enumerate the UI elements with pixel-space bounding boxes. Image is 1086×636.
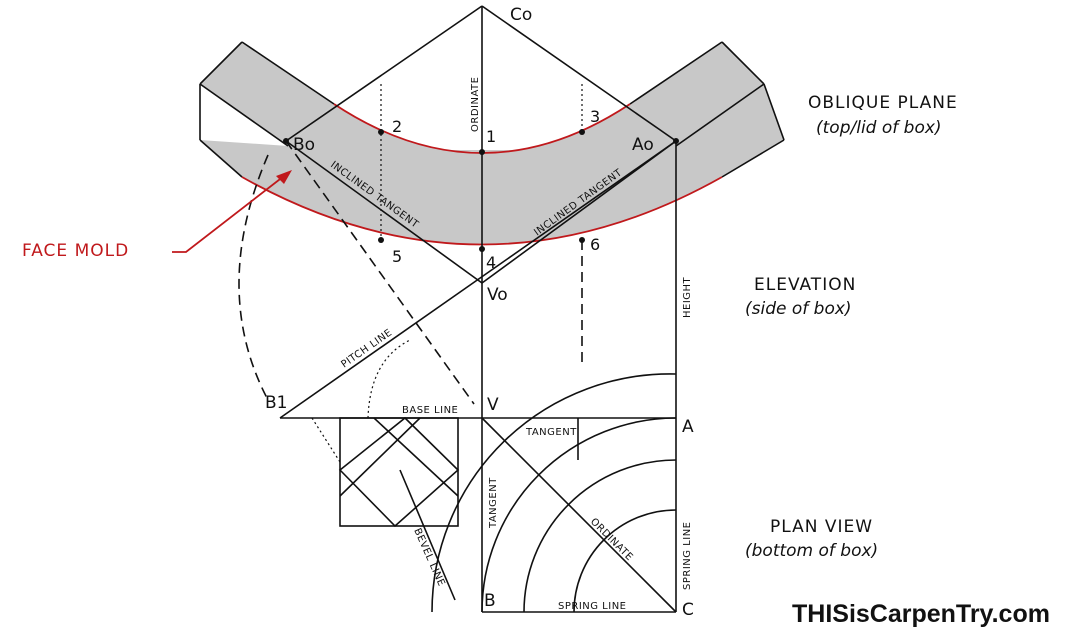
label-tangent-vertical: TANGENT: [488, 477, 499, 529]
label-1: 1: [486, 127, 496, 146]
point-2: [378, 129, 384, 135]
bevel-box: [311, 416, 460, 528]
inclined-tangent-right: [481, 140, 677, 284]
dotted-lines: [367, 84, 583, 419]
label-v: V: [487, 395, 499, 415]
label-co: Co: [510, 5, 532, 25]
annotation-plan-view-sub: (bottom of box): [745, 541, 878, 561]
label-bevel-line: BEVEL LINE: [411, 527, 446, 588]
label-pitch-line: PITCH LINE: [339, 327, 394, 370]
label-ordinate-top: ORDINATE: [470, 77, 481, 132]
bevel-line: [399, 469, 456, 601]
face-mold-shape: [200, 84, 784, 245]
annotations: OBLIQUE PLANE (top/lid of box) ELEVATION…: [22, 93, 958, 561]
point-3: [579, 129, 585, 135]
label-spring-line-vertical: SPRING LINE: [682, 521, 693, 590]
oblique-plane-outlines: [199, 41, 785, 178]
face-mold-arrow: [172, 170, 292, 253]
pitch-line: [279, 140, 677, 419]
plan-inner-arc: [523, 459, 677, 613]
annotation-plan-view: PLAN VIEW: [770, 517, 873, 537]
dashed-lines: [238, 140, 583, 405]
label-height: HEIGHT: [682, 276, 693, 318]
annotation-oblique-plane: OBLIQUE PLANE: [808, 93, 958, 113]
left-arm-strip: [200, 42, 334, 146]
label-vo: Vo: [487, 285, 508, 305]
plan-arcs: [431, 373, 677, 613]
annotation-face-mold: FACE MOLD: [22, 241, 129, 261]
annotation-elevation: ELEVATION: [754, 275, 856, 295]
label-6: 6: [590, 235, 600, 254]
swing-arc: [238, 154, 269, 401]
label-base-line: BASE LINE: [402, 405, 458, 416]
label-spring-line-horizontal: SPRING LINE: [558, 601, 627, 612]
label-ordinate-plan: ORDINATE: [588, 516, 635, 563]
co-to-bo: [285, 5, 483, 142]
point-bo: [283, 138, 289, 144]
plan-mid-arc: [481, 417, 677, 613]
plan-outer-arc: [431, 373, 677, 613]
point-6: [579, 237, 585, 243]
plan-innermost-arc: [573, 509, 677, 613]
label-c: C: [682, 600, 694, 620]
label-a: A: [682, 417, 694, 437]
point-5: [378, 237, 384, 243]
co-to-ao: [481, 5, 677, 142]
inclined-tangent-left: [285, 140, 483, 284]
label-tangent-horizontal: TANGENT: [525, 427, 577, 438]
label-ao: Ao: [632, 135, 654, 155]
point-labels: Co Bo Ao Vo B1 V A B C 1 2 3 4 5 6: [265, 5, 694, 620]
annotation-elevation-sub: (side of box): [745, 299, 852, 319]
point-4: [479, 246, 485, 252]
point-1: [479, 149, 485, 155]
right-arm-strip: [630, 42, 764, 146]
point-ao: [673, 138, 679, 144]
label-b1: B1: [265, 393, 287, 413]
label-3: 3: [590, 107, 600, 126]
label-5: 5: [392, 247, 402, 266]
label-bo: Bo: [293, 135, 315, 155]
points: [283, 129, 679, 252]
brand-watermark: THISisCarpenTry.com: [792, 600, 1050, 628]
label-b: B: [484, 591, 496, 611]
plan-ordinate: [481, 417, 677, 613]
label-2: 2: [392, 117, 402, 136]
label-4: 4: [486, 253, 496, 272]
annotation-oblique-plane-sub: (top/lid of box): [816, 118, 942, 138]
